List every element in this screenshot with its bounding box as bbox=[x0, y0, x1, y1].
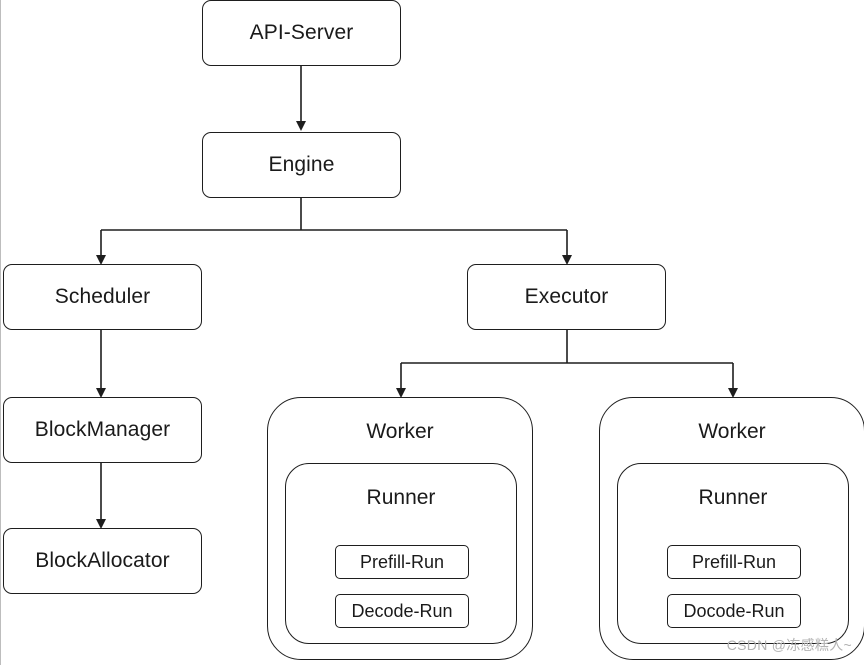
worker-container-1: Worker Runner Prefill-Run Decode-Run bbox=[267, 397, 533, 660]
worker-container-2: Worker Runner Prefill-Run Docode-Run bbox=[599, 397, 864, 660]
decode-run-label: Decode-Run bbox=[351, 600, 453, 621]
runner-container: Runner Prefill-Run Docode-Run bbox=[617, 463, 849, 644]
worker-title: Worker bbox=[698, 420, 766, 443]
node-engine: Engine bbox=[202, 132, 401, 198]
watermark-text: CSDN @冻感糕人~ bbox=[726, 637, 852, 653]
node-engine-label: Engine bbox=[268, 153, 335, 176]
node-executor: Executor bbox=[467, 264, 666, 330]
runner-title: Runner bbox=[698, 486, 768, 509]
node-executor-label: Executor bbox=[524, 285, 609, 308]
node-block-allocator: BlockAllocator bbox=[3, 528, 202, 594]
worker-title: Worker bbox=[366, 420, 434, 443]
node-block-manager-label: BlockManager bbox=[34, 418, 171, 441]
decode-run-box: Docode-Run bbox=[667, 594, 801, 628]
prefill-run-label: Prefill-Run bbox=[691, 551, 777, 572]
node-block-manager: BlockManager bbox=[3, 397, 202, 463]
prefill-run-box: Prefill-Run bbox=[335, 545, 469, 579]
prefill-run-label: Prefill-Run bbox=[359, 551, 445, 572]
edge-engine-to-scheduler-executor bbox=[96, 197, 572, 265]
prefill-run-box: Prefill-Run bbox=[667, 545, 801, 579]
node-scheduler-label: Scheduler bbox=[54, 285, 151, 308]
runner-container: Runner Prefill-Run Decode-Run bbox=[285, 463, 517, 644]
edge-executor-to-workers bbox=[396, 330, 738, 398]
decode-run-label: Docode-Run bbox=[683, 600, 785, 621]
runner-title: Runner bbox=[366, 486, 436, 509]
node-scheduler: Scheduler bbox=[3, 264, 202, 330]
node-api-server-label: API-Server bbox=[249, 21, 354, 44]
decode-run-box: Decode-Run bbox=[335, 594, 469, 628]
node-api-server: API-Server bbox=[202, 0, 401, 66]
node-block-allocator-label: BlockAllocator bbox=[35, 549, 170, 572]
